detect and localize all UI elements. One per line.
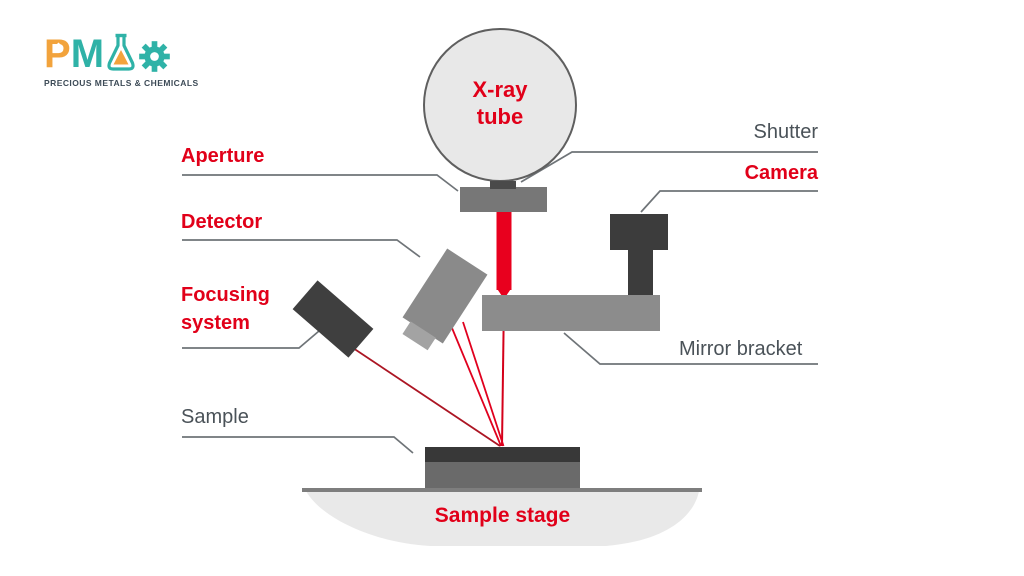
- leader-line-aperture: [182, 174, 459, 192]
- leader-line-detector: [182, 239, 421, 258]
- flask-icon: [107, 33, 135, 71]
- sample-stage-surface-line: [302, 488, 702, 492]
- logo-letter-m: M: [70, 32, 104, 76]
- shutter-shape: [490, 181, 516, 189]
- pmac-logo: P M: [44, 30, 199, 88]
- xray-tube-label: X-ray tube: [472, 76, 527, 130]
- focusing-system-label: Focusing system: [181, 284, 270, 334]
- leader-line-focusing: [182, 330, 320, 349]
- leader-line-sample: [182, 436, 414, 454]
- primary-xray-beam: [496, 211, 512, 290]
- mirror-bracket-label: Mirror bracket: [679, 338, 803, 360]
- camera-label: Camera: [744, 162, 818, 184]
- xray-tube-shape: X-ray tube: [423, 28, 577, 182]
- camera-shape: [610, 214, 668, 296]
- aperture-label: Aperture: [181, 145, 265, 167]
- logo-letter-p: P: [44, 32, 71, 76]
- xray-tube-label-line1: X-ray: [472, 77, 528, 102]
- sample-shape: [425, 447, 580, 490]
- leader-line-mirror-bracket: [563, 332, 818, 365]
- camera-stem-shape: [628, 248, 653, 296]
- sample-stage-label: Sample stage: [434, 504, 571, 527]
- detector-beam-1: [451, 327, 502, 447]
- aperture-shape: [460, 187, 547, 212]
- focusing-beam: [343, 341, 501, 447]
- pmac-logo-wordmark: P M: [44, 30, 199, 74]
- camera-head-shape: [610, 214, 668, 250]
- primary-xray-beam-tip: [496, 288, 512, 299]
- sample-stage-platter: [306, 491, 699, 546]
- xray-tube-label-line2: tube: [476, 104, 524, 129]
- detector-label: Detector: [181, 211, 263, 233]
- shutter-label: Shutter: [753, 121, 818, 143]
- mirror-bracket-shape: [482, 295, 660, 331]
- sample-label: Sample: [181, 406, 249, 428]
- leader-line-camera: [640, 190, 818, 213]
- detector-beam-2: [462, 321, 505, 447]
- leader-line-shutter: [520, 151, 818, 183]
- sample-top-surface: [425, 447, 580, 462]
- logo-tagline: PRECIOUS METALS & CHEMICALS: [44, 78, 199, 88]
- gear-icon: [139, 41, 170, 72]
